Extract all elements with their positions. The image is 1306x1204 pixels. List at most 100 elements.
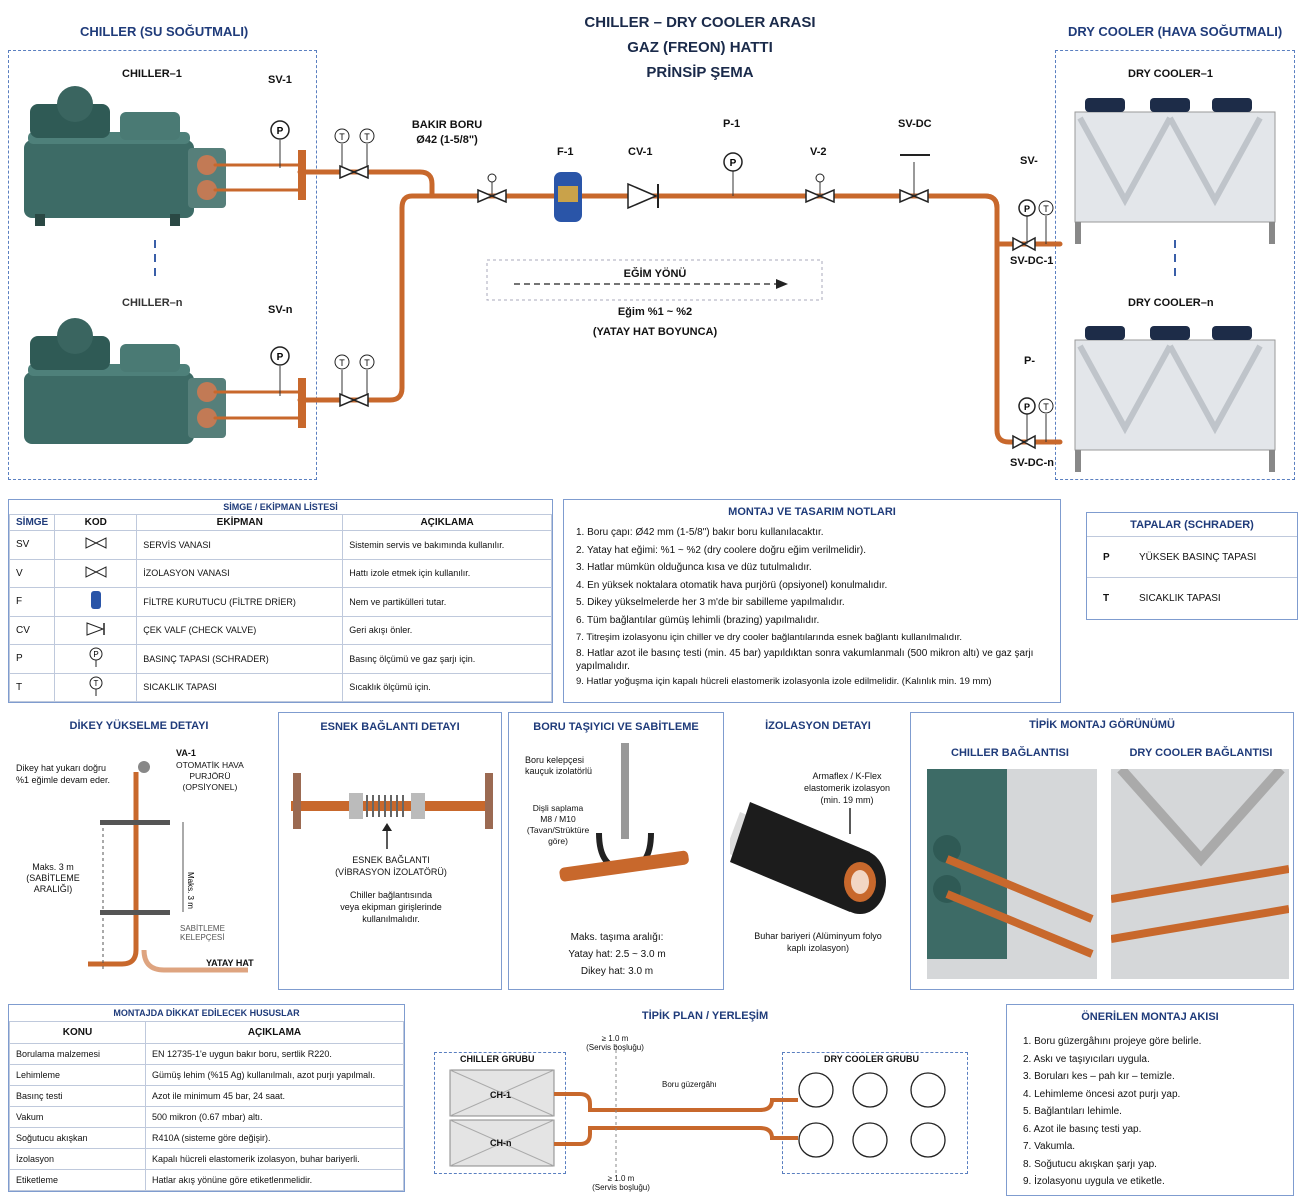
caution-topic: Borulama malzemesi bbox=[9, 1043, 146, 1065]
pressure-tap-icon: P bbox=[54, 644, 138, 674]
chiller-section-title: CHILLER (SU SOĞUTMALI) bbox=[80, 24, 249, 39]
diagram-title-line-1: CHILLER – DRY COOLER ARASI bbox=[584, 14, 816, 31]
slope-value: Eğim %1 ~ %2 bbox=[617, 306, 693, 318]
caution-desc: EN 12735-1'e uygun bakır boru, sertlik R… bbox=[145, 1043, 404, 1065]
flex-detail-title: ESNEK BAĞLANTI DETAYI bbox=[320, 721, 460, 733]
pipe-support-drawing bbox=[559, 743, 689, 882]
plan-title: TİPİK PLAN / YERLEŞİM bbox=[641, 1010, 769, 1022]
note-item: 1. Boru çapı: Ø42 mm (1-5/8") bakır boru… bbox=[576, 527, 824, 538]
va-1-label: VA-1 bbox=[176, 748, 196, 758]
label-sv-dc: SV-DC bbox=[898, 118, 932, 130]
col-symbol: SİMGE bbox=[8, 514, 56, 531]
cautions-panel: MONTAJDA DİKKAT EDİLECEK HUSUSLAR KONU A… bbox=[8, 1004, 405, 1192]
support-spacing: Maks. taşıma aralığı: Yatay hat: 2.5 ~ 3… bbox=[509, 929, 725, 980]
diagram-title: CHILLER – DRY COOLER ARASI GAZ (FREON) H… bbox=[520, 10, 880, 85]
note-item: 7. Titreşim izolasyonu için chiller ve d… bbox=[576, 632, 962, 643]
row-name: ÇEK VALF (CHECK VALVE) bbox=[136, 615, 344, 645]
svg-text:P: P bbox=[277, 126, 284, 137]
label-sv-top: SV- bbox=[1020, 155, 1038, 167]
design-notes-title: MONTAJ VE TASARIM NOTLARI bbox=[728, 506, 896, 518]
filter-drier-icon bbox=[54, 587, 138, 617]
row-desc: Geri akışı önler. bbox=[342, 615, 552, 645]
row-code: V bbox=[8, 558, 56, 588]
flow-item: 7. Vakumla. bbox=[1023, 1141, 1076, 1152]
plugs-title: TAPALAR (SCHRADER) bbox=[1087, 513, 1297, 537]
label-copper-pipe-line-2: Ø42 (1-5/8") bbox=[416, 134, 478, 146]
flow-title: ÖNERİLEN MONTAJ AKISI bbox=[1081, 1011, 1219, 1023]
caution-desc: Gümüş lehim (%15 Ag) kullanılmalı, azot … bbox=[145, 1064, 404, 1086]
col-description: AÇIKLAMA bbox=[342, 514, 552, 531]
drycooler-group-label: DRY COOLER GRUBU bbox=[824, 1054, 920, 1064]
support-spacing-title: Maks. taşıma aralığı: bbox=[570, 932, 664, 943]
equipment-list-panel: SİMGE / EKİPMAN LİSTESİ SİMGE KOD EKİPMA… bbox=[8, 499, 553, 703]
caution-desc: Hatlar akış yönüne göre etiketlenmelidir… bbox=[145, 1169, 404, 1191]
col-topic: KONU bbox=[9, 1021, 146, 1044]
row-code: P bbox=[8, 644, 56, 674]
air-purger-line-3: (OPSİYONEL) bbox=[182, 782, 238, 792]
flow-item: 1. Boru güzergâhını projeye göre belirle… bbox=[1023, 1036, 1202, 1047]
table-row: V İZOLASYON VANASI Hattı izole etmek içi… bbox=[8, 558, 552, 588]
flow-item: 6. Azot ile basınç testi yap. bbox=[1023, 1123, 1142, 1135]
plug-code: P bbox=[1103, 551, 1110, 563]
flow-item: 3. Boruları kes – pah kır – temizle. bbox=[1023, 1071, 1175, 1082]
equipment-table: SİMGE KOD EKİPMAN AÇIKLAMA SV SERVİS VAN… bbox=[8, 514, 552, 702]
note-item: 8. Hatlar azot ile basınç testi (min. 45… bbox=[576, 647, 1034, 672]
slope-title: EĞİM YÖNÜ bbox=[623, 268, 687, 280]
caution-topic: Basınç testi bbox=[9, 1085, 146, 1107]
air-purger-line-1: OTOMATİK HAVA bbox=[176, 760, 244, 770]
label-p-1: P-1 bbox=[723, 118, 741, 130]
row-code: SV bbox=[8, 530, 56, 560]
caution-desc: Azot ile minimum 45 bar, 24 saat. bbox=[145, 1085, 404, 1107]
chiller-zone bbox=[8, 50, 317, 480]
support-clamp-line-1: Boru kelepçesi bbox=[525, 755, 585, 765]
equipment-list-title: SİMGE / EKİPMAN LİSTESİ bbox=[223, 502, 338, 512]
caution-desc: R410A (sisteme göre değişir). bbox=[145, 1127, 404, 1149]
flex-connector-drawing bbox=[291, 773, 493, 849]
svg-text:P: P bbox=[1024, 204, 1030, 214]
cautions-title: MONTAJDA DİKKAT EDİLECEK HUSUSLAR bbox=[113, 1008, 300, 1018]
note-item: 5. Dikey yükselmelerde her 3 m'de bir sa… bbox=[576, 597, 845, 608]
flex-note-line-2: veya ekipman girişlerinde bbox=[340, 902, 442, 912]
max-spacing-line-1: Maks. 3 m bbox=[32, 862, 74, 872]
row-desc: Sıcaklık ölçümü için. bbox=[342, 672, 552, 702]
label-sv-n: SV-n bbox=[268, 304, 293, 316]
typical-drycooler-title: DRY COOLER BAĞLANTISI bbox=[1129, 747, 1273, 759]
svg-text:T: T bbox=[364, 132, 370, 142]
caution-desc: 500 mikron (0.67 mbar) altı. bbox=[145, 1106, 404, 1128]
support-rod-line-4: göre) bbox=[548, 836, 568, 846]
note-item: 4. En yüksek noktalara otomatik hava pur… bbox=[576, 579, 888, 591]
caution-topic: Vakum bbox=[9, 1106, 146, 1128]
insulation-detail-title: İZOLASYON DETAYI bbox=[765, 720, 871, 732]
label-copper-pipe-line-1: BAKIR BORU bbox=[411, 119, 483, 131]
caution-topic: Lehimleme bbox=[9, 1064, 146, 1086]
flow-item: 2. Askı ve taşıyıcıları uygula. bbox=[1023, 1053, 1150, 1065]
chiller-1-unit bbox=[24, 86, 226, 226]
row-code: T bbox=[8, 672, 56, 702]
row-desc: Basınç ölçümü ve gaz şarjı için. bbox=[342, 644, 552, 674]
plan-panel: TİPİK PLAN / YERLEŞİM CHILLER GRUBU DRY … bbox=[420, 1004, 990, 1196]
insulation-drawing bbox=[730, 802, 886, 914]
plug-label: YÜKSEK BASINÇ TAPASI bbox=[1139, 551, 1257, 563]
row-desc: Nem ve partikülleri tutar. bbox=[342, 587, 552, 617]
valve-icon bbox=[54, 530, 138, 560]
support-vertical: Dikey hat: 3.0 m bbox=[580, 966, 654, 977]
barrier-label: Buhar bariyeri (Alüminyum folyo kaplı iz… bbox=[730, 930, 906, 954]
label-chiller-1: CHILLER–1 bbox=[122, 68, 182, 80]
label-f-1: F-1 bbox=[557, 146, 574, 158]
chiller-n-unit bbox=[24, 318, 226, 444]
plug-code: T bbox=[1103, 593, 1110, 604]
row-desc: Hattı izole etmek için kullanılır. bbox=[342, 558, 552, 588]
row-desc: Sistemin servis ve bakımında kullanılır. bbox=[342, 530, 552, 560]
valve-icon bbox=[54, 558, 138, 588]
label-v-2: V-2 bbox=[810, 146, 827, 158]
caution-desc: Kapalı hücreli elastomerik izolasyon, bu… bbox=[145, 1148, 404, 1170]
note-item: 3. Hatlar mümkün olduğunca kısa ve düz t… bbox=[576, 562, 812, 573]
chiller-group-label: CHILLER GRUBU bbox=[460, 1054, 535, 1064]
slope-note: (YATAY HAT BOYUNCA) bbox=[592, 326, 718, 338]
